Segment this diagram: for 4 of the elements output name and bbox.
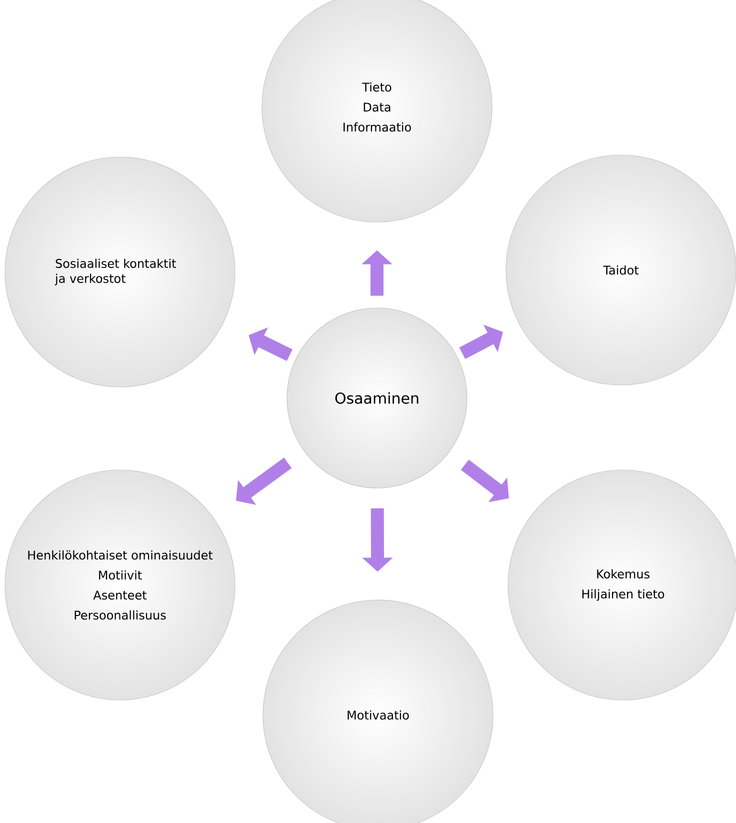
circle-node: Osaaminen [286,308,468,488]
circle-node: Henkilökohtaiset ominaisuudet Motiivit Asenteet Persoonallisuus [4,470,236,700]
circle-node: Sosiaaliset kontaktit ja verkostot [4,156,236,388]
block-arrow [459,324,503,360]
